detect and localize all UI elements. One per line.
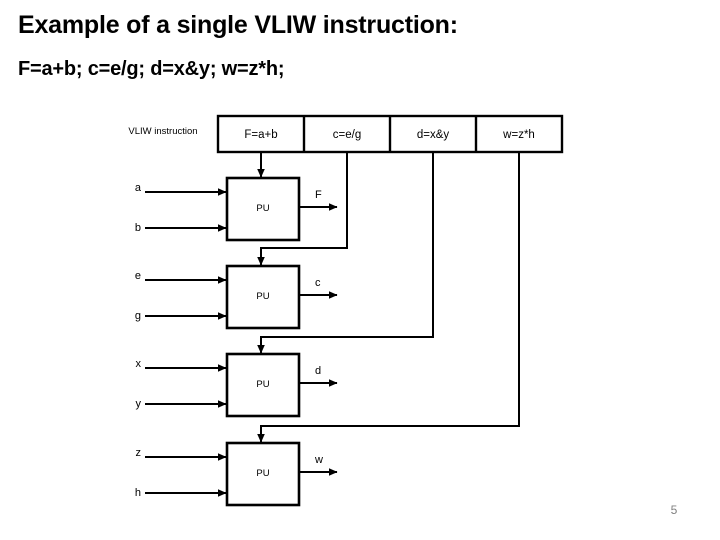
page-subtitle: F=a+b; c=e/g; d=x&y; w=z*h; [18, 58, 285, 80]
pu-4-input-0-label: z [136, 447, 142, 459]
pu-1-input-1-label: b [135, 222, 141, 234]
pu-4-input-1-label: h [135, 487, 141, 499]
pu-2-input-1-label: g [135, 310, 141, 322]
instruction-slot-3: w=z*h [502, 129, 535, 141]
vliw-instruction-label: VLIW instruction [128, 126, 197, 137]
page-title: Example of a single VLIW instruction: [18, 11, 458, 39]
pu-2-output-label: c [315, 277, 321, 289]
pu-1-label: PU [256, 203, 269, 214]
instruction-slot-0: F=a+b [244, 129, 277, 141]
dispatch-path-slot-3 [257, 152, 520, 443]
pu-4-label: PU [256, 468, 269, 479]
pu-1-output-label: F [315, 189, 322, 201]
pu-3-box [225, 352, 301, 418]
instruction-slot-2: d=x&y [417, 129, 450, 141]
pu-3-input-0-label: x [136, 358, 142, 370]
pu-1-input-0-label: a [135, 182, 142, 194]
page-number: 5 [670, 503, 678, 517]
pu-4-output-label: w [314, 454, 323, 466]
instruction-slot-1: c=e/g [333, 129, 361, 141]
pu-3-output-label: d [315, 365, 321, 377]
dispatch-path-slot-2 [257, 152, 434, 354]
pu-3-input-1-label: y [136, 398, 142, 410]
pu-3-label: PU [256, 379, 269, 390]
pu-2-label: PU [256, 291, 269, 302]
pu-2-input-0-label: e [135, 270, 141, 282]
pu-4-box [225, 441, 301, 507]
pu-2-box [225, 264, 301, 330]
dispatch-path-slot-1 [257, 152, 348, 266]
pu-1-box [225, 176, 301, 242]
